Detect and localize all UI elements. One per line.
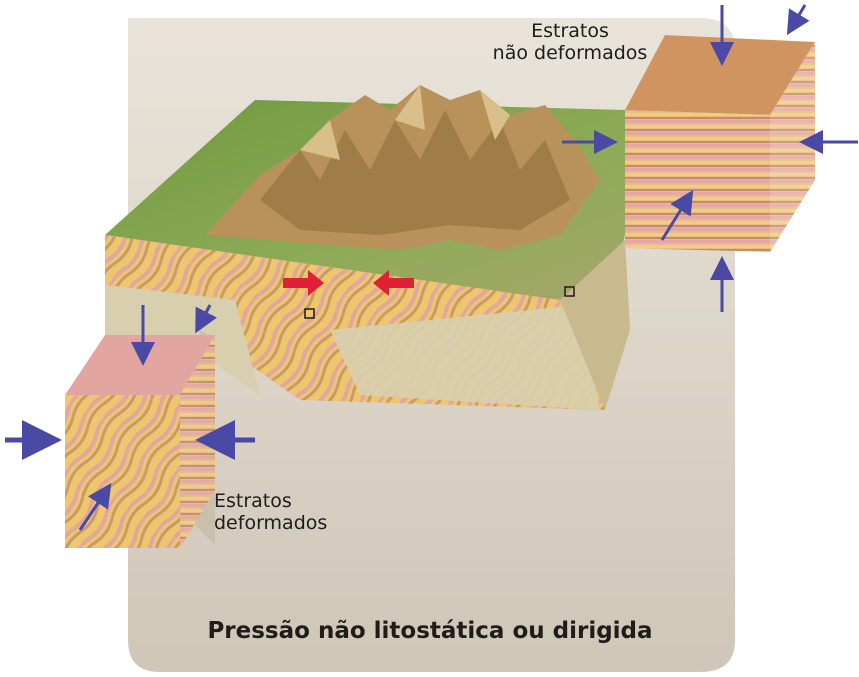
red-arrow-icon [283, 270, 324, 296]
cube-top [625, 35, 815, 115]
deformed-label-line1: Estratos [214, 490, 292, 512]
undeformed-label-line1: Estratos [531, 20, 609, 42]
blue-arrow-icon [195, 304, 217, 334]
rock-base-right [330, 305, 600, 410]
undeformed-label-line2: não deformados [492, 42, 648, 64]
square-marker-icon [564, 286, 575, 297]
cube-front [625, 110, 770, 252]
blue-arrow-icon [786, 4, 810, 36]
deformed-strata-label: Estratos deformados [214, 490, 374, 534]
blue-arrow-icon [660, 189, 694, 241]
undeformed-strata-label: Estratos não deformados [470, 20, 670, 64]
mountain-range [205, 85, 600, 250]
red-arrow-icon [373, 270, 414, 296]
blue-arrow-icon [78, 483, 112, 531]
cube-side [770, 42, 815, 252]
undeformed-cube [625, 35, 815, 252]
deformed-label-line2: deformados [214, 512, 328, 534]
figure-caption: Pressão não litostática ou dirigida [207, 618, 653, 644]
square-marker-icon [304, 308, 315, 319]
main-block-side [560, 240, 630, 410]
